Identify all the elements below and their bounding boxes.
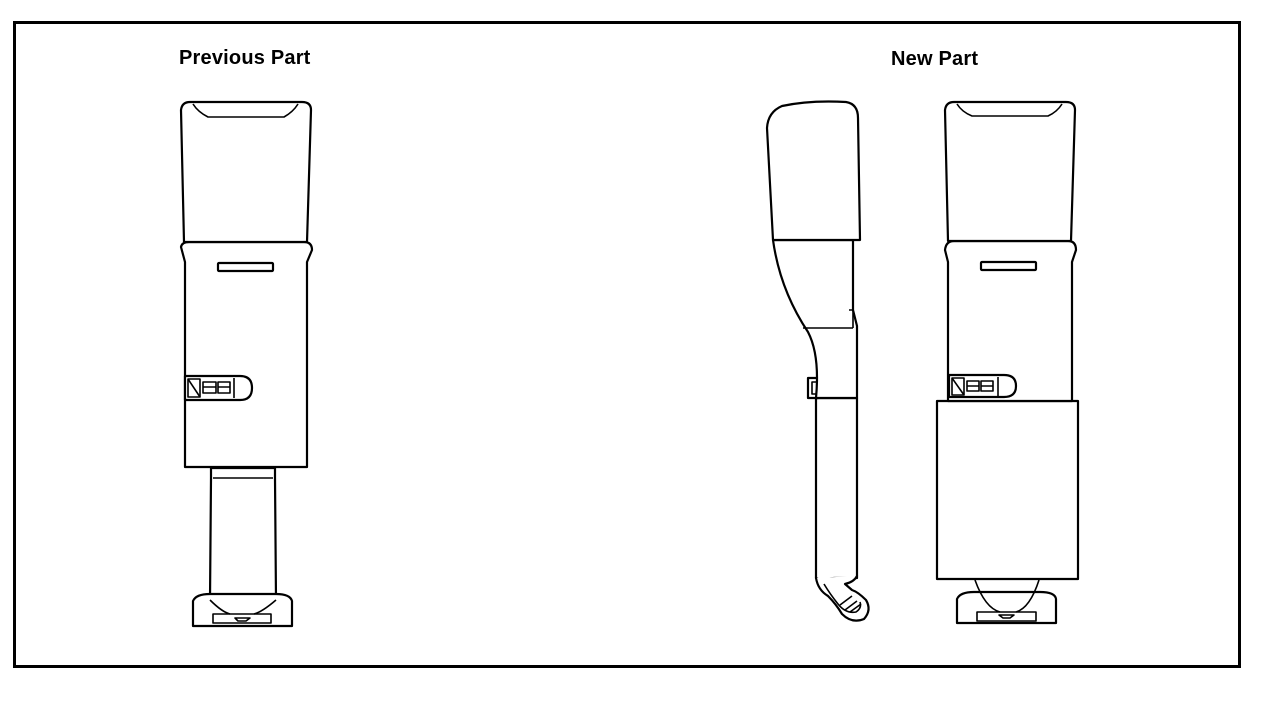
- new-part-front-view: [935, 100, 1080, 625]
- previous-part-head: [179, 100, 313, 244]
- previous-part-label: Previous Part: [179, 47, 311, 69]
- illustration-frame: [13, 21, 1241, 668]
- previous-part-shaft: [208, 466, 278, 602]
- new-part-slot: [979, 260, 1038, 272]
- new-part-side-hook: [814, 574, 870, 622]
- new-part-cover: [935, 399, 1080, 581]
- new-part-side-body: [771, 238, 859, 400]
- new-part-base: [955, 590, 1058, 625]
- new-part-side-shaft: [814, 396, 859, 582]
- new-part-side-view: [765, 100, 870, 622]
- previous-part-body: [179, 240, 314, 469]
- new-part-label: New Part: [891, 48, 979, 70]
- previous-part-base: [191, 592, 294, 628]
- new-part-head: [943, 100, 1077, 243]
- previous-part-front-view: [179, 100, 314, 628]
- new-part-side-head: [765, 100, 862, 242]
- previous-part-slot: [216, 261, 275, 273]
- previous-part-latch: [183, 374, 254, 402]
- new-part-latch: [947, 373, 1018, 399]
